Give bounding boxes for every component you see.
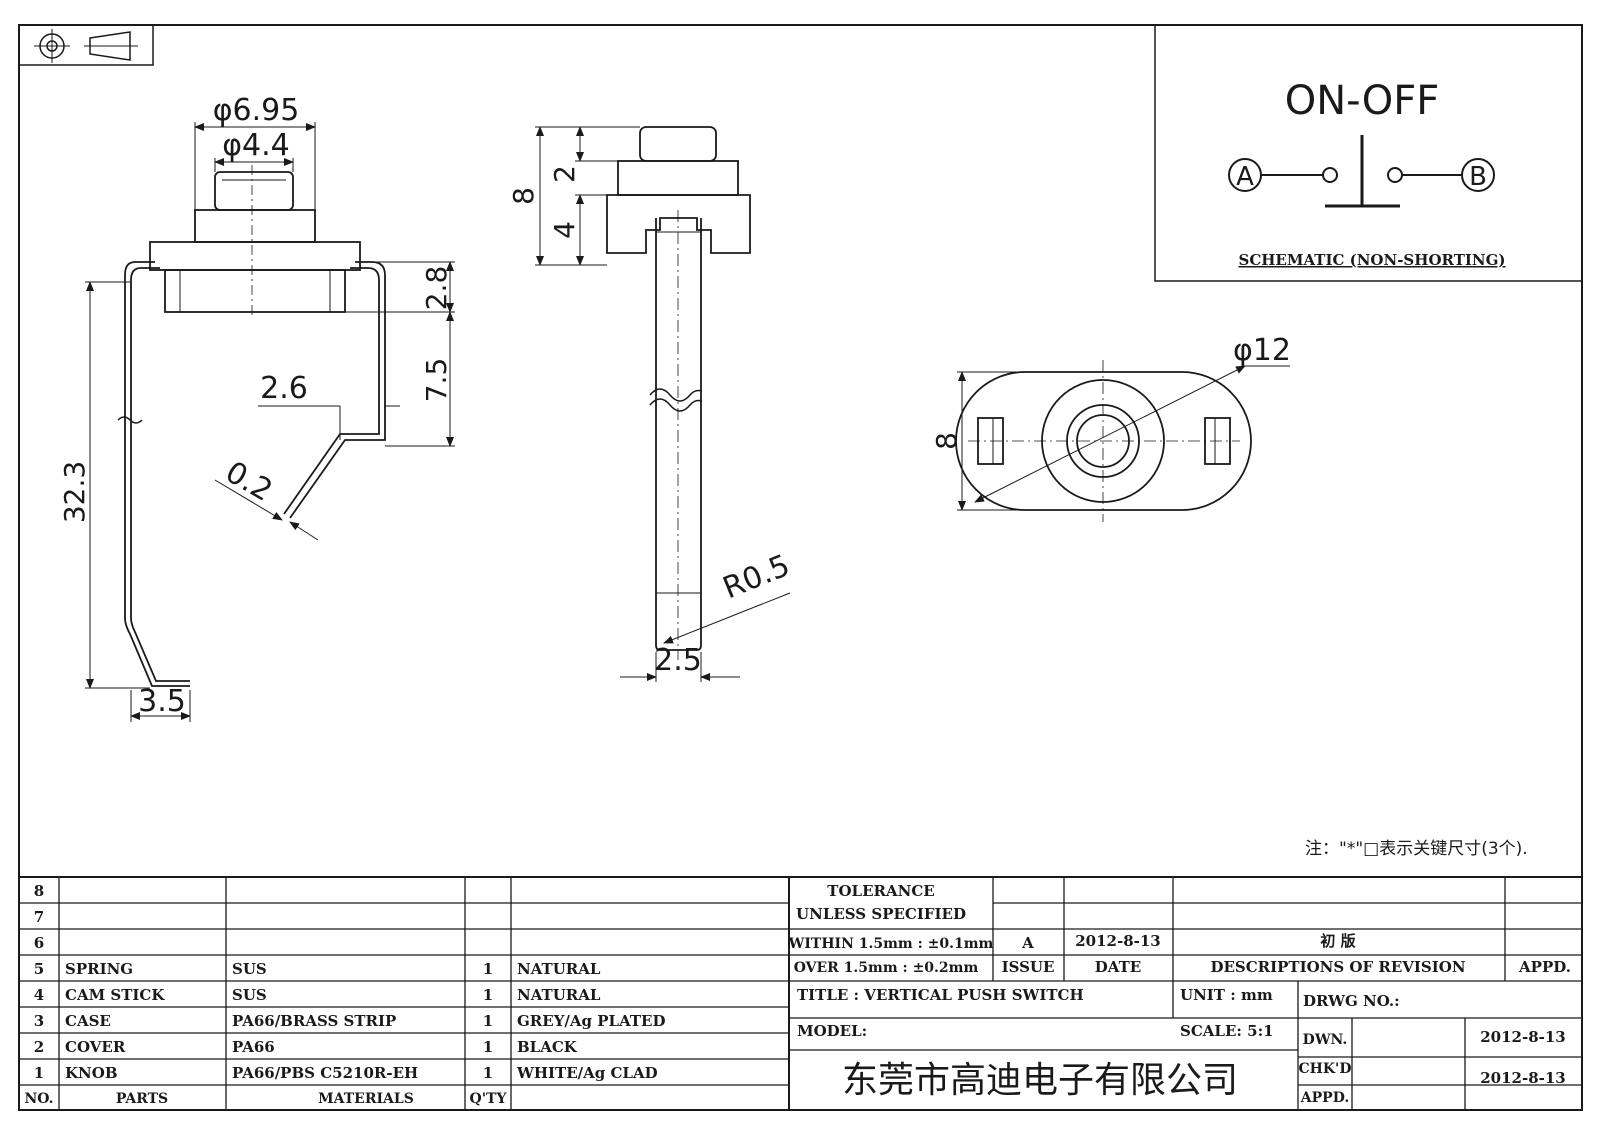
bom-finish: GREY/Ag PLATED xyxy=(517,1012,666,1030)
bom-header-no: NO. xyxy=(24,1091,53,1107)
drawing-number-label: DRWG NO.: xyxy=(1303,992,1400,1010)
revision-description: 初 版 xyxy=(1320,932,1355,950)
bom-header-parts: PARTS xyxy=(116,1091,168,1107)
bom-finish: NATURAL xyxy=(517,960,601,978)
projection-symbol-icon xyxy=(18,24,154,66)
revision-desc-label: DESCRIPTIONS OF REVISION xyxy=(1210,958,1465,976)
issue-value: A xyxy=(1021,934,1034,952)
bom-finish: WHITE/Ag CLAD xyxy=(516,1064,658,1082)
bom-row: 3 CASE PA66/BRASS STRIP 1 GREY/Ag PLATED xyxy=(34,1012,666,1030)
model-label: MODEL: xyxy=(797,1022,867,1040)
bom-no: 2 xyxy=(34,1038,44,1056)
drawn-date: 2012-8-13 xyxy=(1480,1028,1566,1046)
bom-row-6-no: 6 xyxy=(34,934,44,952)
schematic-caption: SCHEMATIC (NON-SHORTING) xyxy=(1238,251,1505,269)
bom-header-materials: MATERIALS xyxy=(318,1091,414,1107)
bom-material: PA66 xyxy=(232,1038,275,1056)
bom-qty: 1 xyxy=(483,986,493,1004)
bom-qty: 1 xyxy=(483,1064,493,1082)
dim-knob-inner-dia: φ4.4 xyxy=(222,128,290,163)
dim-spring-drop: 7.5 xyxy=(420,358,453,403)
dim-side-top: 2 xyxy=(548,165,581,183)
title-block-grid xyxy=(19,876,1582,1110)
appd-label: APPD. xyxy=(1518,958,1571,976)
checked-label: CHK'D xyxy=(1299,1061,1352,1077)
bom-header: NO. PARTS MATERIALS Q'TY xyxy=(24,1091,507,1107)
issue-label: ISSUE xyxy=(1002,958,1055,976)
bom-part: KNOB xyxy=(65,1064,118,1082)
dim-side-mid: 4 xyxy=(548,221,581,239)
bom-part: COVER xyxy=(65,1038,126,1056)
sheet-border xyxy=(18,24,1583,1111)
bom-material: SUS xyxy=(232,960,267,978)
dim-body-height: 2.8 xyxy=(420,266,453,311)
dim-stick-width: 2.5 xyxy=(654,643,702,678)
bom-row: 5 SPRING SUS 1 NATURAL xyxy=(34,960,601,978)
bom-no: 3 xyxy=(34,1012,44,1030)
bom-material: PA66/BRASS STRIP xyxy=(232,1012,396,1030)
tolerance-over: OVER 1.5mm : ±0.2mm xyxy=(794,960,979,976)
top-view-dimensions xyxy=(957,365,1290,511)
bom-header-qty: Q'TY xyxy=(470,1091,508,1107)
bom-row-7-no: 7 xyxy=(34,908,44,926)
tolerance-label: TOLERANCE xyxy=(827,882,934,900)
bom-no: 4 xyxy=(34,986,44,1004)
tolerance-within: WITHIN 1.5mm : ±0.1mm xyxy=(788,936,994,952)
scale-label: SCALE: 5:1 xyxy=(1180,1022,1274,1040)
bom-qty: 1 xyxy=(483,1012,493,1030)
top-view xyxy=(955,360,1252,522)
checked-date: 2012-8-13 xyxy=(1480,1069,1566,1087)
side-view xyxy=(606,126,751,660)
dim-side-total: 8 xyxy=(507,187,540,205)
bom-part: CAM STICK xyxy=(65,986,165,1004)
dim-total-length: 32.3 xyxy=(58,461,91,523)
dim-case-dia: φ12 xyxy=(1233,333,1291,368)
dim-tip-radius: R0.5 xyxy=(718,548,795,606)
dim-spring-offset: 2.6 xyxy=(260,371,308,406)
date-label: DATE xyxy=(1095,958,1141,976)
bom-part: SPRING xyxy=(65,960,133,978)
bom-finish: NATURAL xyxy=(517,986,601,1004)
schematic-panel: ON-OFF A B SCHEMATIC (NON-SHORTING) xyxy=(1154,24,1583,282)
bom-row: 1 KNOB PA66/PBS C5210R-EH 1 WHITE/Ag CLA… xyxy=(34,1064,658,1082)
bom-no: 5 xyxy=(34,960,44,978)
bom-material: SUS xyxy=(232,986,267,1004)
bom-row: 4 CAM STICK SUS 1 NATURAL xyxy=(34,986,601,1004)
bom-material: PA66/PBS C5210R-EH xyxy=(232,1064,418,1082)
drawn-label: DWN. xyxy=(1303,1032,1348,1048)
dim-spring-thickness: 0.2 xyxy=(219,455,278,509)
front-view xyxy=(117,165,386,687)
bom-part: CASE xyxy=(65,1012,111,1030)
key-dimension-note: 注："*"□表示关键尺寸(3个). xyxy=(1305,839,1528,859)
dim-knob-outer-dia: φ6.95 xyxy=(213,93,300,128)
unit-label: UNIT : mm xyxy=(1180,986,1273,1004)
bom-qty: 1 xyxy=(483,960,493,978)
bom-finish: BLACK xyxy=(517,1038,578,1056)
date-value: 2012-8-13 xyxy=(1075,932,1161,950)
front-view-dimensions xyxy=(85,122,455,722)
terminal-a-label: A xyxy=(1236,162,1254,192)
terminal-b-label: B xyxy=(1469,162,1487,192)
side-view-dimensions xyxy=(535,126,791,682)
dim-case-height: 8 xyxy=(930,432,963,450)
unless-specified-label: UNLESS SPECIFIED xyxy=(796,905,966,923)
drawing-title: TITLE : VERTICAL PUSH SWITCH xyxy=(797,986,1084,1004)
schematic-title: ON-OFF xyxy=(1285,78,1439,124)
bom-qty: 1 xyxy=(483,1038,493,1056)
bom-row-8-no: 8 xyxy=(34,882,44,900)
bom-row: 2 COVER PA66 1 BLACK xyxy=(34,1038,578,1056)
approved-label: APPD. xyxy=(1300,1090,1349,1106)
dim-foot-width: 3.5 xyxy=(138,684,186,719)
company-name: 东莞市高迪电子有限公司 xyxy=(842,1060,1238,1101)
bom-no: 1 xyxy=(34,1064,44,1082)
